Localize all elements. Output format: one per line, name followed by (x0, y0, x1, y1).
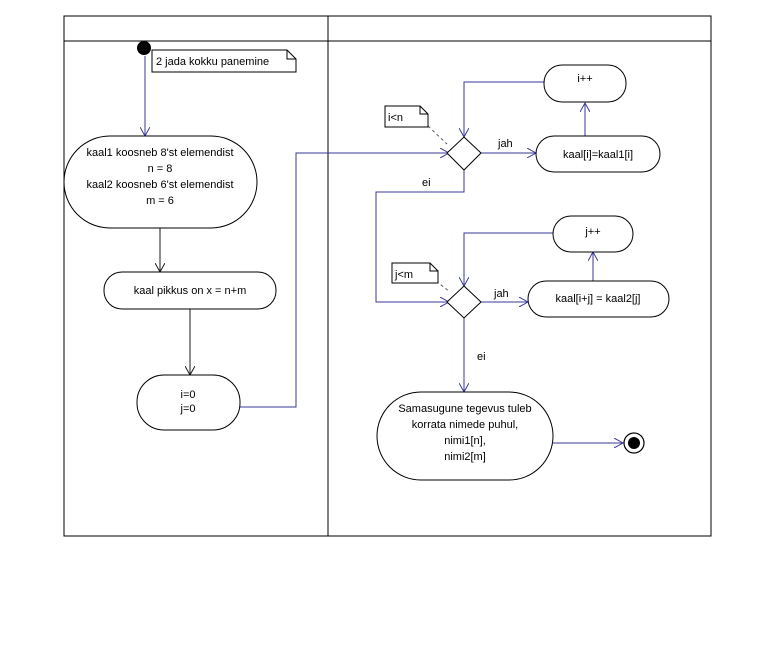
svg-text:kaal[i]=kaal1[i]: kaal[i]=kaal1[i] (563, 149, 633, 161)
svg-text:i=0: i=0 (181, 389, 196, 401)
svg-text:kaal pikkus on x = n+m: kaal pikkus on x = n+m (134, 285, 247, 297)
svg-text:kaal2 koosneb 6'st elemendist: kaal2 koosneb 6'st elemendist (86, 179, 233, 191)
svg-text:nimi1[n],: nimi1[n], (444, 435, 486, 447)
svg-text:m = 6: m = 6 (146, 195, 174, 207)
svg-text:kaal[i+j] = kaal2[j]: kaal[i+j] = kaal2[j] (556, 293, 641, 305)
label-no-i: ei (422, 177, 431, 189)
node-j-increment: j++ (552, 215, 634, 253)
decision-j (446, 285, 482, 319)
end-node (623, 432, 645, 454)
svg-text:j=0: j=0 (180, 403, 196, 415)
label-no-j: ei (477, 351, 486, 363)
label-yes-i: jah (497, 138, 513, 150)
svg-text:j<m: j<m (394, 269, 413, 281)
decision-i (446, 136, 482, 171)
note-cond-j: j<m (391, 262, 439, 284)
svg-text:Samasugune tegevus tuleb: Samasugune tegevus tuleb (398, 403, 531, 415)
note-cond-i: i<n (384, 105, 429, 128)
edge-inc-i-to-decision (464, 81, 544, 137)
svg-text:i++: i++ (577, 73, 592, 85)
note-anchor-i (427, 125, 448, 145)
node-length: kaal pikkus on x = n+m (103, 271, 277, 310)
edge-decision-i-no (375, 170, 465, 302)
edge-ij-to-decision-i (240, 153, 449, 408)
svg-text:i<n: i<n (388, 112, 403, 124)
edge-inc-j-to-decision (464, 232, 553, 286)
start-node (137, 41, 151, 55)
title-note: 2 jada kokku panemine (151, 49, 297, 73)
node-repeat: Samasugune tegevus tuleb korrata nimede … (376, 391, 554, 481)
label-yes-j: jah (493, 288, 509, 300)
edges (145, 56, 623, 443)
svg-text:j++: j++ (584, 226, 600, 238)
svg-text:n = 8: n = 8 (148, 163, 173, 175)
node-init-kaal: kaal1 koosneb 8'st elemendist n = 8 kaal… (63, 135, 258, 229)
node-assign-j: kaal[i+j] = kaal2[j] (527, 280, 670, 318)
svg-text:nimi2[m]: nimi2[m] (444, 451, 486, 463)
node-i-increment: i++ (543, 64, 627, 103)
node-assign-i: kaal[i]=kaal1[i] (535, 135, 661, 173)
svg-text:korrata nimede puhul,: korrata nimede puhul, (412, 419, 518, 431)
svg-text:kaal1 koosneb 8'st elemendist: kaal1 koosneb 8'st elemendist (86, 147, 233, 159)
node-init-ij: i=0 j=0 (136, 374, 241, 431)
svg-text:2 jada kokku panemine: 2 jada kokku panemine (156, 56, 269, 68)
